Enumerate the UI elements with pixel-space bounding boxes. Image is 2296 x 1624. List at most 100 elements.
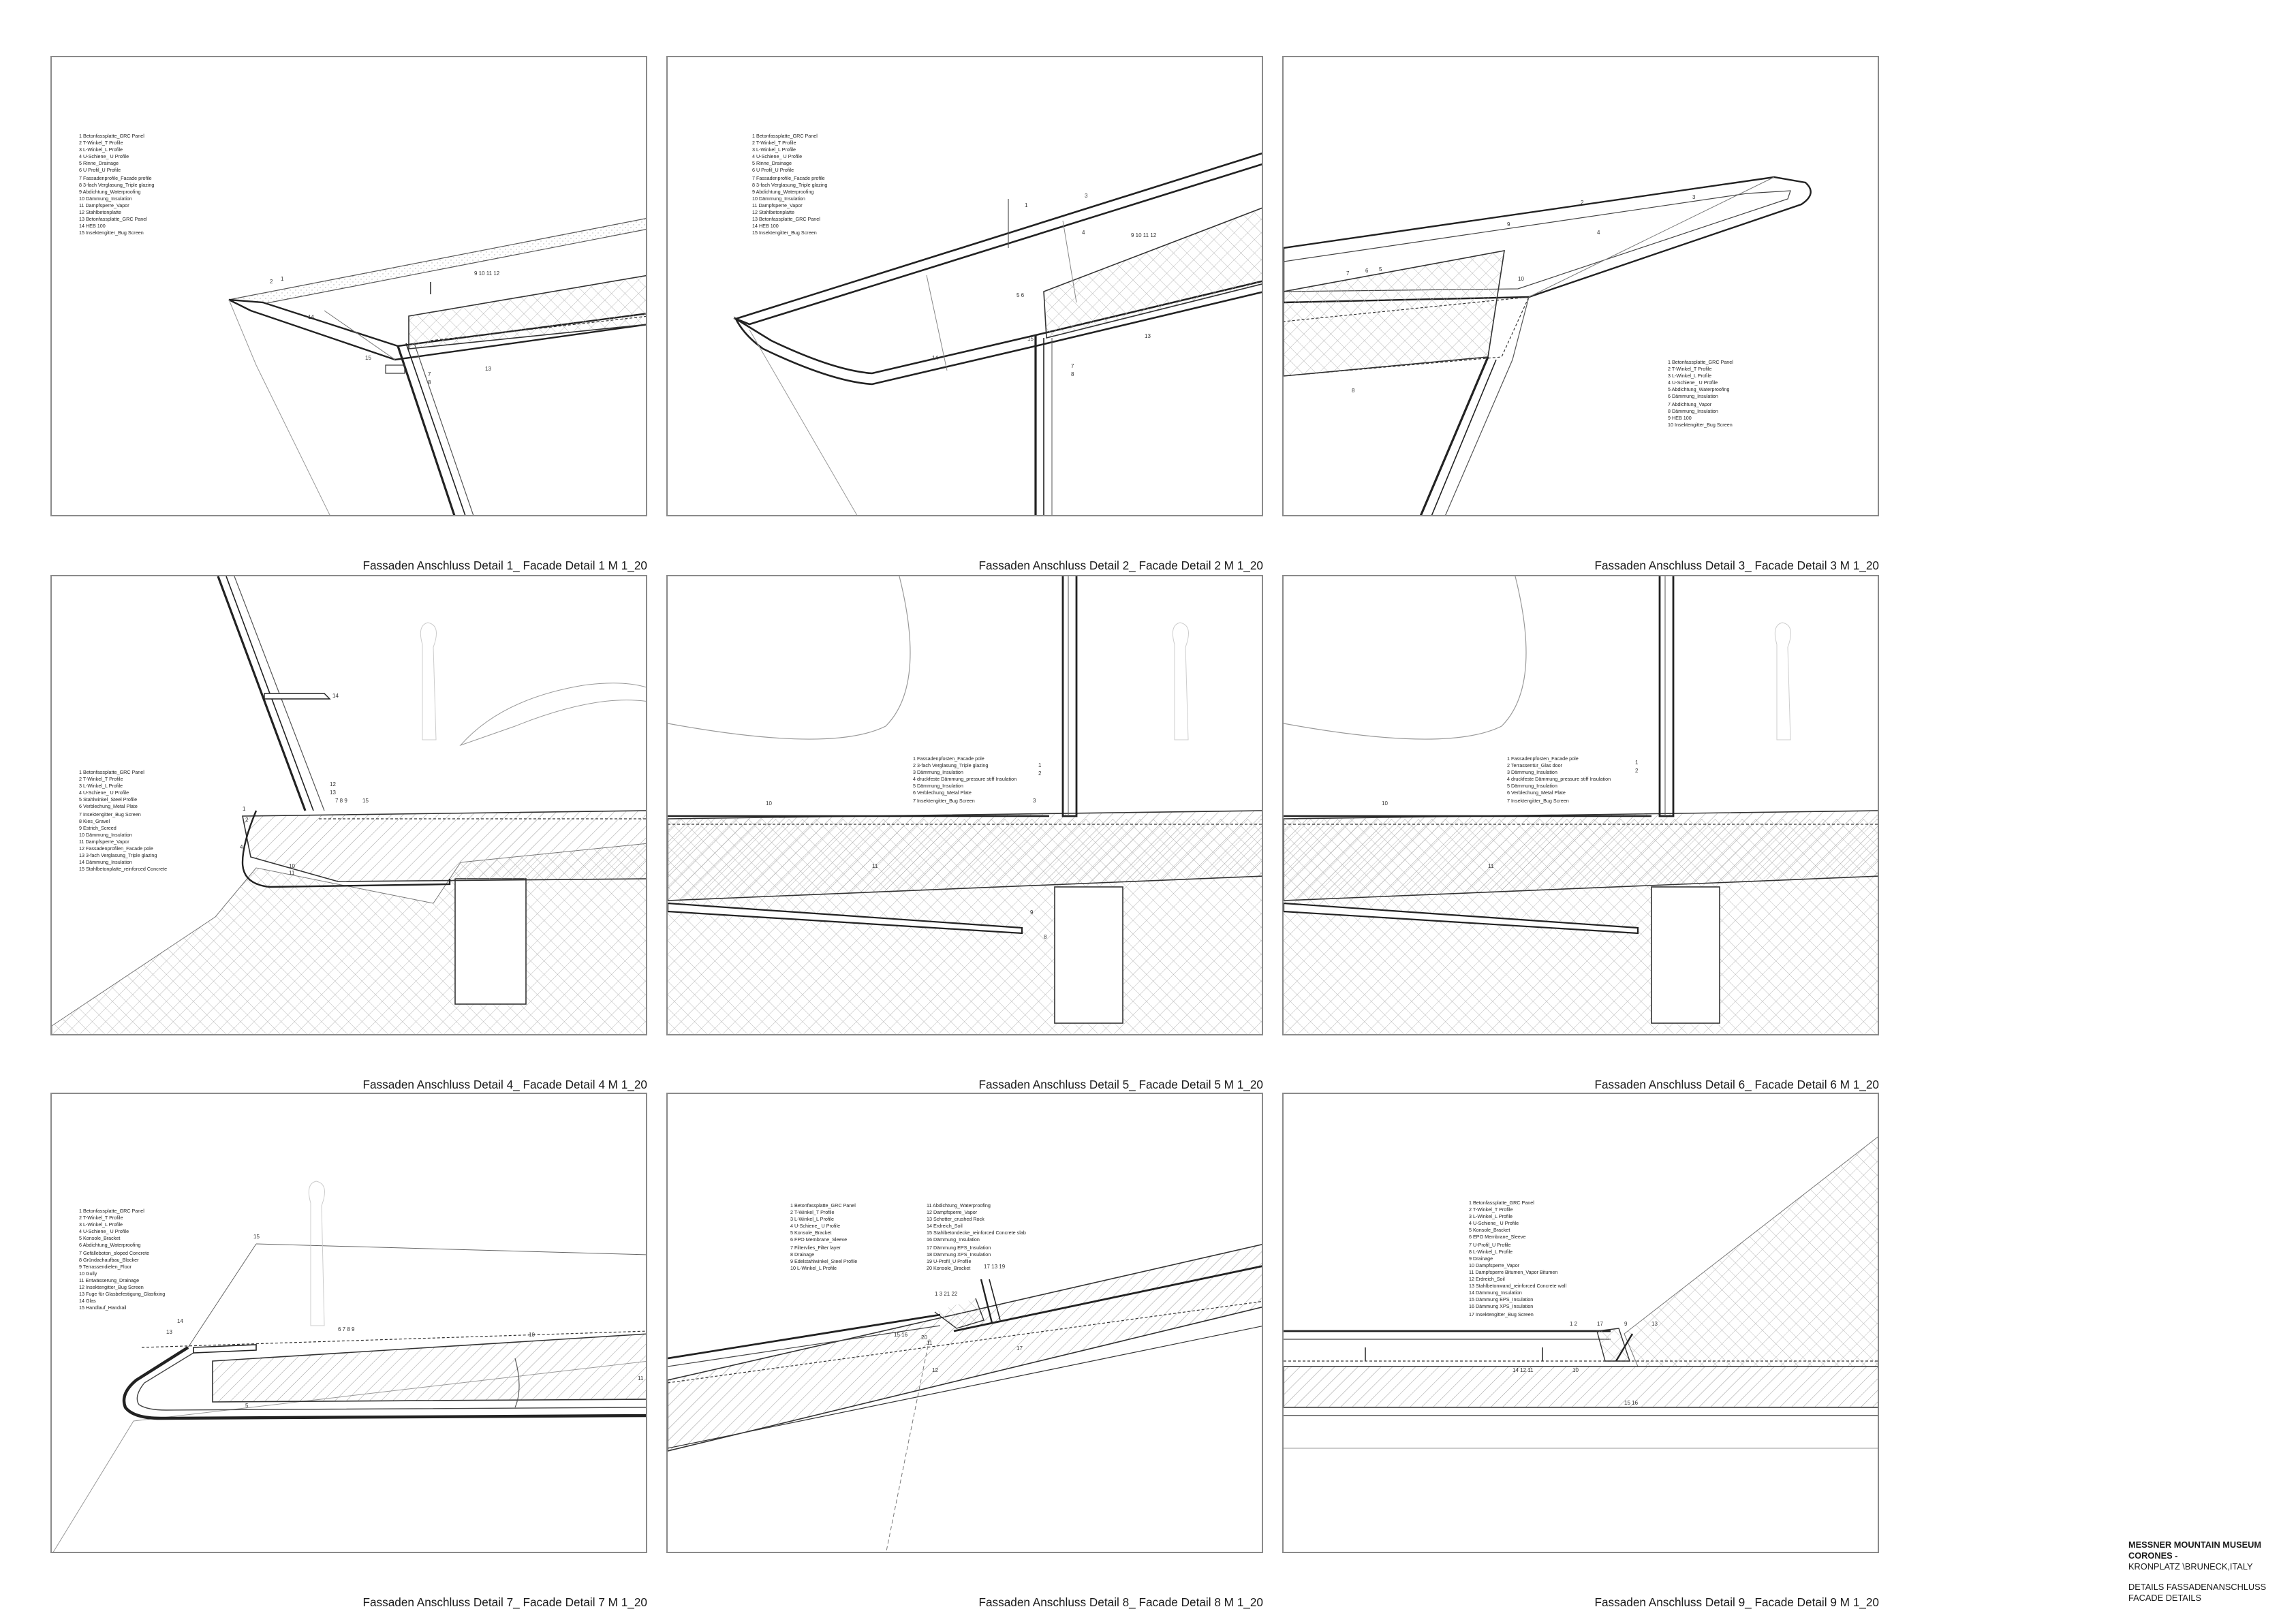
legend-item: 10 Dämmung_Insulation: [79, 196, 132, 202]
legend-item: 1 Betonfassplatte_GRC Panel: [1668, 360, 1733, 365]
legend-item: 7 U-Profil_U Profile: [1469, 1242, 1511, 1248]
legend-item: 6 Abdichtung_Waterproofing: [79, 1243, 141, 1249]
svg-text:7: 7: [428, 371, 431, 377]
legend-item: 11 Entwässerung_Drainage: [79, 1277, 140, 1283]
svg-text:8: 8: [1352, 388, 1355, 394]
svg-text:8: 8: [1044, 934, 1047, 940]
svg-text:13: 13: [485, 366, 491, 372]
legend-item: 8 Gründachaufbau_Blocker: [79, 1257, 139, 1263]
legend-item: 1 Fassadenpfosten_Facade pole: [1507, 756, 1579, 762]
legend-item: 12 Insektengitter_Bug Screen: [79, 1285, 144, 1291]
legend-item: 17 Dämmung EPS_Insulation: [927, 1245, 991, 1251]
legend-item: 7 Fassadenprofile_Facade profile: [79, 175, 152, 181]
legend-item: 11 Dampfsperre_Vapor: [79, 839, 129, 845]
svg-text:1: 1: [1038, 762, 1042, 768]
legend-item: 6 Verblechung_Metal Plate: [79, 804, 138, 810]
legend-item: 6 Verblechung_Metal Plate: [913, 790, 972, 796]
legend-item: 2 T-Winkel_T Profile: [79, 777, 123, 783]
svg-text:15 16: 15 16: [1624, 1400, 1639, 1406]
legend-item: 2 T-Winkel_T Profile: [79, 1215, 123, 1221]
legend-item: 1 Betonfassplatte_GRC Panel: [790, 1203, 856, 1208]
svg-text:8: 8: [428, 379, 431, 386]
legend-item: 7 Insektengitter_Bug Screen: [79, 811, 141, 817]
legend-item: 9 Drainage: [1469, 1255, 1493, 1262]
legend-item: 18 Dämmung XPS_Insulation: [927, 1251, 991, 1258]
svg-text:11: 11: [927, 1340, 933, 1346]
legend-item: 1 Betonfassplatte_GRC Panel: [752, 134, 818, 139]
caption-8: Fassaden Anschluss Detail 8_ Facade Deta…: [978, 1595, 1263, 1609]
legend-item: 2 3-fach Verglasung_Triple glazing: [913, 763, 989, 769]
legend-item: 15 Insektengitter_Bug Screen: [752, 230, 817, 236]
caption-5: Fassaden Anschluss Detail 5_ Facade Deta…: [978, 1078, 1263, 1091]
svg-text:13: 13: [330, 790, 336, 796]
legend-item: 5 Stahlwinkel_Steel Profile: [79, 797, 138, 803]
svg-text:11: 11: [872, 863, 878, 869]
svg-text:3: 3: [1692, 194, 1696, 200]
svg-text:2: 2: [1038, 770, 1042, 777]
svg-text:12: 12: [330, 781, 336, 787]
svg-text:17: 17: [1597, 1321, 1603, 1327]
legend-item: 20 Konsole_Bracket: [927, 1265, 971, 1271]
legend-item: 10 Dampfsperre_Vapor: [1469, 1262, 1520, 1268]
caption-1: Fassaden Anschluss Detail 1_ Facade Deta…: [362, 559, 647, 572]
svg-text:9: 9: [1624, 1321, 1628, 1327]
title-block: MESSNER MOUNTAIN MUSEUM CORONES - KRONPL…: [2128, 1541, 2266, 1605]
svg-text:17: 17: [1017, 1345, 1023, 1352]
svg-text:4: 4: [1082, 230, 1085, 236]
svg-text:20: 20: [921, 1334, 927, 1341]
sheet-subtitle-de: DETAILS FASSADENANSCHLUSS: [2128, 1583, 2267, 1593]
legend-item: 1 Fassadenpfosten_Facade pole: [913, 756, 984, 762]
svg-text:8: 8: [1071, 371, 1074, 377]
svg-text:15: 15: [1027, 336, 1034, 342]
legend-item: 7 Insektengitter_Bug Screen: [913, 798, 975, 804]
legend-item: 13 Fuge für Glasbefestigung_Glasfixing: [79, 1292, 166, 1298]
project-title-line2: CORONES -: [2128, 1552, 2178, 1561]
legend-item: 8 3-fach Verglasung_Triple glazing: [752, 182, 828, 188]
legend-item: 17 Insektengitter_Bug Screen: [1469, 1311, 1534, 1317]
legend-item: 1 Betonfassplatte_GRC Panel: [79, 1208, 144, 1214]
legend-item: 9 Abdichtung_Waterproofing: [79, 189, 141, 195]
svg-text:11: 11: [289, 870, 295, 876]
svg-text:1 2: 1 2: [1570, 1321, 1578, 1327]
legend-item: 2 T-Winkel_T Profile: [79, 140, 123, 146]
legend-item: 13 Betonfassplatte_GRC Panel: [752, 217, 820, 223]
legend-item: 8 Drainage: [790, 1251, 815, 1258]
legend-item: 15 Insektengitter_Bug Screen: [79, 230, 144, 236]
legend-item: 10 Dämmung_Insulation: [79, 832, 132, 838]
legend-item: 9 HEB 100: [1668, 415, 1692, 421]
legend-item: 11 Dampfsperre Bitumen_Vapor Bitumen: [1469, 1269, 1558, 1275]
legend-item: 7 Filtervlies_Filter layer: [790, 1245, 841, 1251]
legend-item: 5 Konsole_Bracket: [790, 1230, 832, 1236]
legend-item: 10 L-Winkel_L Profile: [790, 1265, 837, 1271]
svg-text:14 12 11: 14 12 11: [1512, 1367, 1534, 1373]
caption-7: Fassaden Anschluss Detail 7_ Facade Deta…: [362, 1595, 647, 1609]
svg-text:14: 14: [308, 314, 314, 320]
legend-item: 5 Dämmung_Insulation: [913, 783, 963, 790]
legend-item: 9 Abdichtung_Waterproofing: [752, 189, 814, 195]
legend-item: 11 Dampfsperre_Vapor: [752, 202, 803, 208]
svg-text:10: 10: [529, 1332, 535, 1338]
svg-text:2: 2: [245, 817, 249, 823]
svg-text:5 6: 5 6: [1017, 292, 1025, 298]
legend-item: 3 Dämmung_Insulation: [1507, 770, 1557, 776]
legend-item: 9 Estrich_Screed: [79, 825, 117, 831]
svg-text:9: 9: [1507, 221, 1510, 228]
legend-item: 4 U-Schiene_ U Profile: [79, 154, 129, 160]
legend-item: 6 EPO Membrane_Sleeve: [1469, 1234, 1526, 1240]
svg-text:14: 14: [177, 1318, 183, 1324]
legend-item: 2 Terrassentür_Glas door: [1507, 763, 1562, 769]
caption-9: Fassaden Anschluss Detail 9_ Facade Deta…: [1594, 1595, 1879, 1609]
